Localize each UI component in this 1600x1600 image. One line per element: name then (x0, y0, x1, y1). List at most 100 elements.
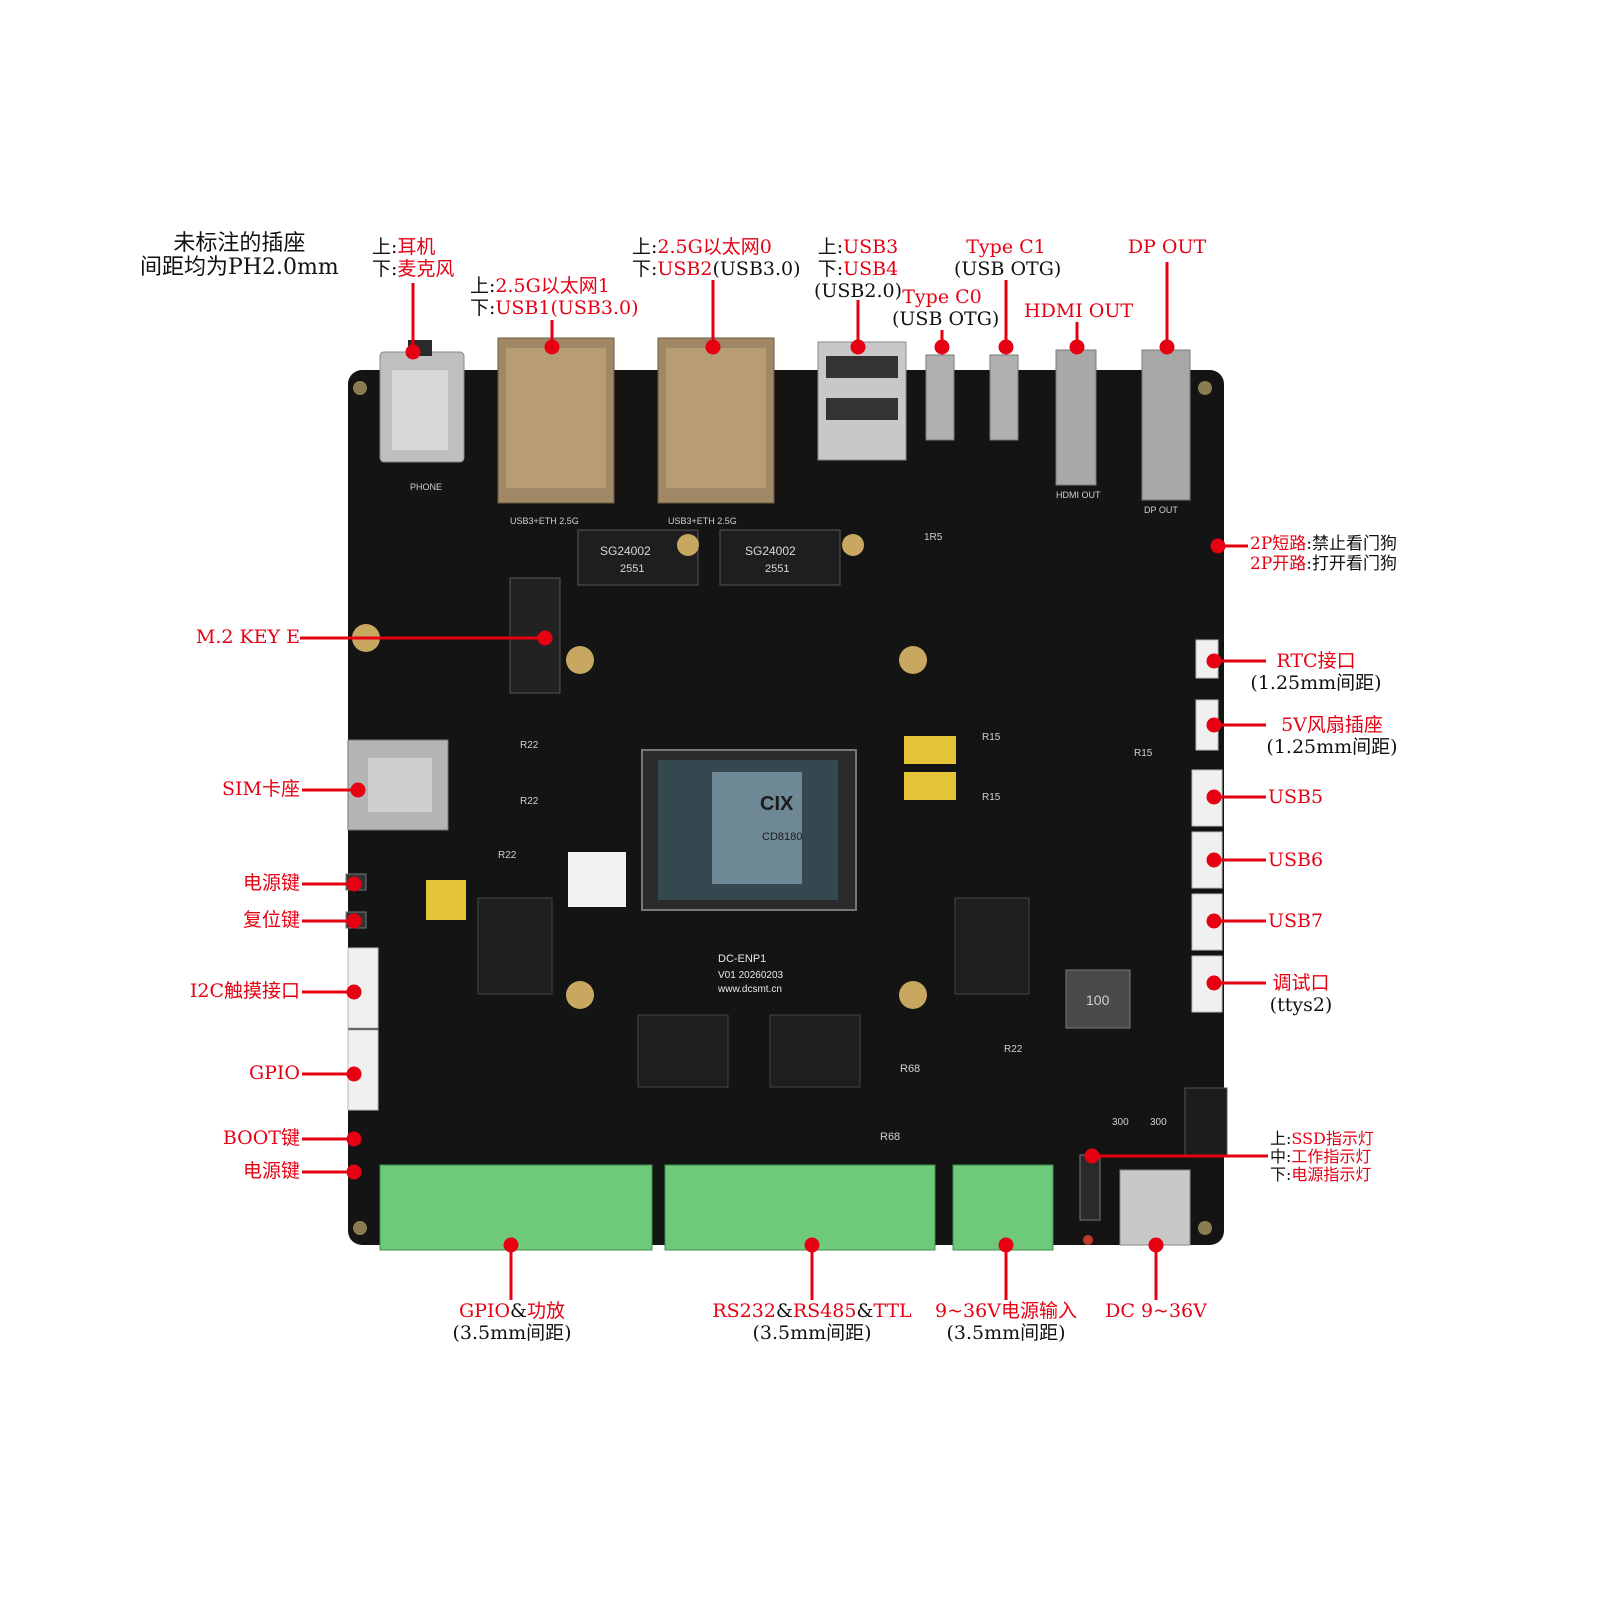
silk-r68b: R68 (880, 1131, 900, 1143)
corner-hole (1198, 381, 1212, 395)
silk-r15a: R15 (982, 732, 1001, 743)
usb3-label: USB3 (843, 236, 899, 258)
sim-label: SIM卡座 (222, 778, 300, 800)
serial-sub: (3.5mm间距) (752, 1322, 872, 1344)
prefix-up: 上: (1270, 1129, 1292, 1148)
prefix-down: 下: (1270, 1165, 1292, 1184)
serial-c: RS485 (792, 1300, 857, 1322)
gpio-label: GPIO (248, 1062, 300, 1084)
eth-chip-2 (719, 529, 841, 586)
spacing-note-line1: 未标注的插座 (173, 231, 306, 256)
prefix-down: 下: (470, 297, 496, 319)
serial-a: RS232 (712, 1300, 776, 1322)
ram-chip (637, 1014, 729, 1088)
work-led-label: 工作指示灯 (1291, 1147, 1372, 1166)
dp-port (1141, 349, 1191, 501)
hdmi-port (1055, 349, 1097, 486)
silk-phone: PHONE (410, 482, 442, 492)
watchdog-short-desc: :禁止看门狗 (1306, 534, 1397, 554)
silk-r22a: R22 (520, 740, 539, 751)
dp-label: DP OUT (1127, 236, 1207, 258)
audio-label: 上:耳机 下:麦克风 (372, 236, 454, 280)
serial-label: RS232&RS485&TTL (3.5mm间距) (712, 1300, 912, 1344)
dc-jack (1119, 1169, 1191, 1246)
audio-bottom-label: 麦克风 (397, 258, 455, 280)
gpio-amp-b: & (510, 1300, 527, 1322)
i2c-touch-label: I2C触摸接口 (189, 980, 300, 1002)
corner-hole (1198, 1221, 1212, 1235)
debug-sub: (ttys2) (1269, 994, 1333, 1016)
gpio-amp-terminal (379, 1164, 653, 1251)
audio-top-label: 耳机 (397, 236, 436, 258)
debug-label: 调试口 (ttys2) (1256, 972, 1346, 1016)
rtc-label: RTC接口 (1.25mm间距) (1246, 650, 1386, 694)
eth1-bottom-label: USB1(USB3.0) (495, 297, 639, 319)
reset-button-label: 复位键 (242, 909, 300, 931)
standoff (677, 534, 699, 556)
led-red (1083, 1235, 1093, 1245)
rtc-sub: (1.25mm间距) (1250, 672, 1382, 694)
eth1-label: 上:2.5G以太网1 下:USB1(USB3.0) (470, 275, 639, 319)
silk-r15b: R15 (982, 792, 1001, 803)
silk-r22c: R22 (498, 850, 517, 861)
typec1-title: Type C1 (966, 236, 1046, 258)
fan-label: 5V风扇插座 (1.25mm间距) (1262, 714, 1402, 758)
silk-r15c: R15 (1134, 748, 1153, 759)
typec0-sub: (USB OTG) (892, 308, 1000, 330)
fan-sub: (1.25mm间距) (1266, 736, 1398, 758)
typec0-port (925, 354, 955, 441)
power-led-label: 电源指示灯 (1291, 1165, 1372, 1184)
leader-lines (300, 262, 1268, 1300)
silk-eth-chip1-sub: 2551 (620, 563, 644, 575)
white-label (568, 852, 626, 907)
dc-jack-body (1184, 1087, 1228, 1157)
usb34-sub: (USB2.0) (813, 280, 903, 302)
debug-title: 调试口 (1272, 972, 1330, 994)
eth0-top-label: 2.5G以太网0 (657, 236, 772, 258)
silk-board-url: www.dcsmt.cn (717, 984, 782, 995)
power-in-sub: (3.5mm间距) (946, 1322, 1066, 1344)
ram-chip (477, 897, 553, 995)
prefix-down: 下: (632, 258, 658, 280)
usb6-label: USB6 (1268, 849, 1324, 871)
eth1-top-label: 2.5G以太网1 (495, 275, 610, 297)
tantalum-cap (426, 880, 466, 920)
eth0-label: 上:2.5G以太网0 下:USB2(USB3.0) (632, 236, 801, 280)
fan-title: 5V风扇插座 (1281, 714, 1383, 736)
prefix-down: 下: (372, 258, 398, 280)
prefix-up: 上: (817, 236, 844, 258)
silk-hdmi: HDMI OUT (1056, 490, 1101, 500)
prefix-up: 上: (632, 236, 658, 258)
silk-r5: 1R5 (924, 532, 943, 543)
serial-d: & (856, 1300, 874, 1322)
standoff (842, 534, 864, 556)
usb34-label: 上:USB3 下:USB4 (USB2.0) (808, 236, 908, 302)
silk-tc300a: 300 (1112, 1117, 1129, 1128)
eth0-bottom-label: USB2 (657, 258, 713, 280)
corner-hole (353, 1221, 367, 1235)
standoff (899, 981, 927, 1009)
ssd-led-label: SSD指示灯 (1291, 1129, 1374, 1148)
silk-r68a: R68 (900, 1063, 920, 1075)
hdmi-label: HDMI OUT (1024, 300, 1134, 322)
silk-eth-chip2: SG24002 (745, 544, 796, 558)
serial-terminal (664, 1164, 936, 1251)
gpio-amp-label: GPIO&功放 (3.5mm间距) (430, 1300, 594, 1344)
typec0-label: Type C0 (USB OTG) (892, 286, 1000, 330)
led-label: 上:SSD指示灯 中:工作指示灯 下:电源指示灯 (1270, 1130, 1374, 1184)
tantalum-cap (904, 736, 956, 764)
silk-eth-port2: USB3+ETH 2.5G (668, 516, 737, 526)
silk-board-name: DC-ENP1 (718, 953, 766, 965)
power-in-label: 9~36V电源输入 (3.5mm间距) (920, 1300, 1092, 1344)
standoff (899, 646, 927, 674)
watchdog-short: 2P短路 (1250, 534, 1307, 554)
usb4-label: USB4 (843, 258, 899, 280)
eth0-bottom-sub: (USB3.0) (712, 258, 801, 280)
serial-b: & (775, 1300, 793, 1322)
silk-dp: DP OUT (1144, 505, 1178, 515)
standoff (566, 981, 594, 1009)
dc-label: DC 9~36V (1105, 1300, 1207, 1322)
tantalum-cap (904, 772, 956, 800)
silk-inductor: 100 (1086, 992, 1110, 1008)
